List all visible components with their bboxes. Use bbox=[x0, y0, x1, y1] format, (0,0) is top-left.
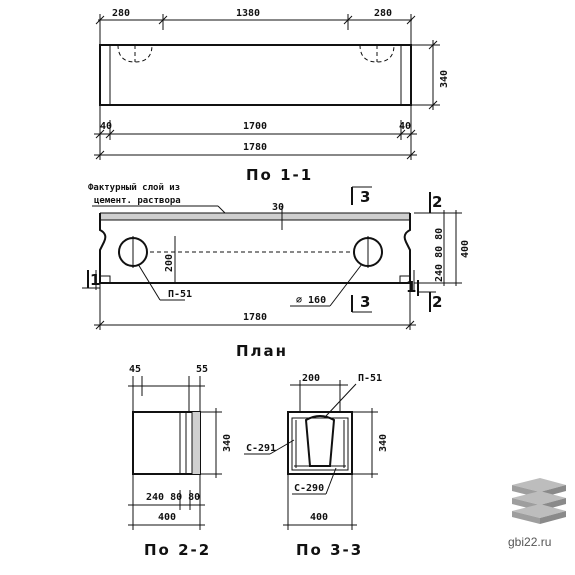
dim-right-stack: 240 80 80 bbox=[434, 228, 445, 282]
note-line-2: цемент. раствора bbox=[94, 196, 181, 206]
section-2-top: 2 bbox=[432, 193, 444, 211]
s33-label-c291: С-291 bbox=[246, 443, 276, 454]
plan-title: План bbox=[236, 342, 288, 360]
label-diameter: ⌀ 160 bbox=[296, 295, 326, 306]
dim-right-total: 400 bbox=[460, 240, 471, 258]
s22-title: По 2-2 bbox=[144, 541, 211, 559]
watermark-text: gbi22.ru bbox=[508, 535, 551, 549]
dim-200: 200 bbox=[164, 254, 175, 272]
dim-top-right: 280 bbox=[374, 8, 392, 19]
section-2-bottom: 2 bbox=[432, 293, 444, 311]
s22-dim-height: 340 bbox=[222, 434, 233, 452]
section-1-right: 1 bbox=[406, 278, 418, 296]
dim-55: 55 bbox=[196, 364, 208, 375]
s22-dim-total: 400 bbox=[158, 512, 176, 523]
s33-dim-height: 340 bbox=[378, 434, 389, 452]
note-line-1: Фактурный слой из bbox=[88, 183, 180, 193]
view-plan: Фактурный слой из цемент. раствора 30 20… bbox=[82, 183, 471, 360]
dim-inner-right: 40 bbox=[399, 121, 411, 132]
view-2-2: 45 55 340 240 80 80 400 По 2-2 bbox=[128, 364, 233, 559]
s22-dim-stack: 240 80 80 bbox=[146, 492, 200, 503]
s33-label-p51: П-51 bbox=[358, 373, 382, 384]
dim-inner-mid: 1700 bbox=[243, 121, 267, 132]
view-3-3: 200 П-51 С-291 С-290 340 400 По 3-3 bbox=[244, 373, 389, 559]
section-1-left: 1 bbox=[90, 271, 102, 289]
watermark-logo bbox=[512, 478, 566, 524]
dim-height: 340 bbox=[439, 70, 450, 88]
s33-dim-200: 200 bbox=[302, 373, 320, 384]
dim-top-left: 280 bbox=[112, 8, 130, 19]
s33-label-c290: С-290 bbox=[294, 483, 324, 494]
dim-top-mid: 1380 bbox=[236, 8, 260, 19]
section-3-top: 3 bbox=[360, 188, 372, 206]
dim-30: 30 bbox=[272, 202, 284, 213]
view-1-1: 280 1380 280 340 40 1700 40 bbox=[94, 8, 450, 184]
dim-overall: 1780 bbox=[243, 142, 267, 153]
dim-inner-left: 40 bbox=[100, 121, 112, 132]
plan-dim-overall: 1780 bbox=[243, 312, 267, 323]
view-title: По 1-1 bbox=[246, 166, 313, 184]
dim-45: 45 bbox=[129, 364, 141, 375]
section-3-bottom: 3 bbox=[360, 293, 372, 311]
label-p51: П-51 bbox=[168, 289, 192, 300]
s33-dim-total: 400 bbox=[310, 512, 328, 523]
s33-title: По 3-3 bbox=[296, 541, 363, 559]
